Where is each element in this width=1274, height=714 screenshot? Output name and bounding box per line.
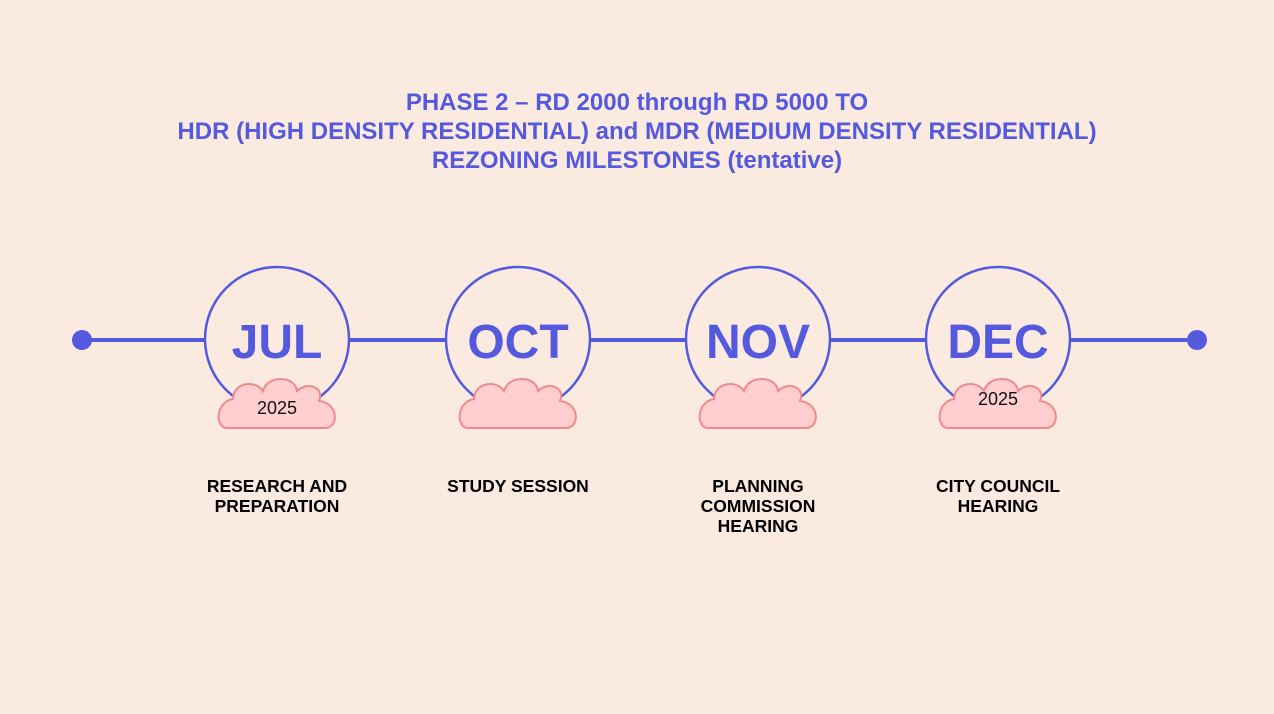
timeline-end-dot: [1187, 330, 1207, 350]
milestone-year: 2025: [978, 389, 1018, 409]
milestone-dec: DEC 2025: [924, 265, 1072, 429]
page-title: PHASE 2 – RD 2000 through RD 5000 TO HDR…: [0, 88, 1274, 175]
label-line: HEARING: [957, 496, 1039, 516]
milestone-label-nov: PLANNING COMMISSION HEARING: [638, 476, 878, 536]
milestone-year: 2025: [257, 398, 297, 418]
milestone-label-jul: RESEARCH AND PREPARATION: [157, 476, 397, 516]
label-line: HEARING: [717, 516, 799, 536]
milestone-label-dec: CITY COUNCIL HEARING: [878, 476, 1118, 516]
title-line-1: PHASE 2 – RD 2000 through RD 5000 TO: [405, 89, 869, 116]
title-line-2: HDR (HIGH DENSITY RESIDENTIAL) and MDR (…: [177, 118, 1097, 145]
label-line: COMMISSION: [700, 496, 816, 516]
milestone-month: JUL: [232, 316, 323, 369]
milestone-month: NOV: [706, 316, 810, 369]
label-line: PLANNING: [712, 476, 804, 496]
label-line: PREPARATION: [214, 496, 340, 516]
milestone-month: DEC: [947, 316, 1048, 369]
milestone-label-oct: STUDY SESSION: [398, 476, 638, 496]
milestone-oct: OCT: [444, 265, 592, 429]
label-line: STUDY SESSION: [447, 476, 589, 496]
label-line: RESEARCH AND: [206, 476, 348, 496]
timeline-start-dot: [72, 330, 92, 350]
label-line: CITY COUNCIL: [935, 476, 1061, 496]
milestone-nov: NOV: [684, 265, 832, 429]
title-line-3: REZONING MILESTONES (tentative): [431, 147, 843, 174]
milestone-jul: JUL 2025: [203, 265, 351, 429]
milestone-month: OCT: [467, 316, 568, 369]
